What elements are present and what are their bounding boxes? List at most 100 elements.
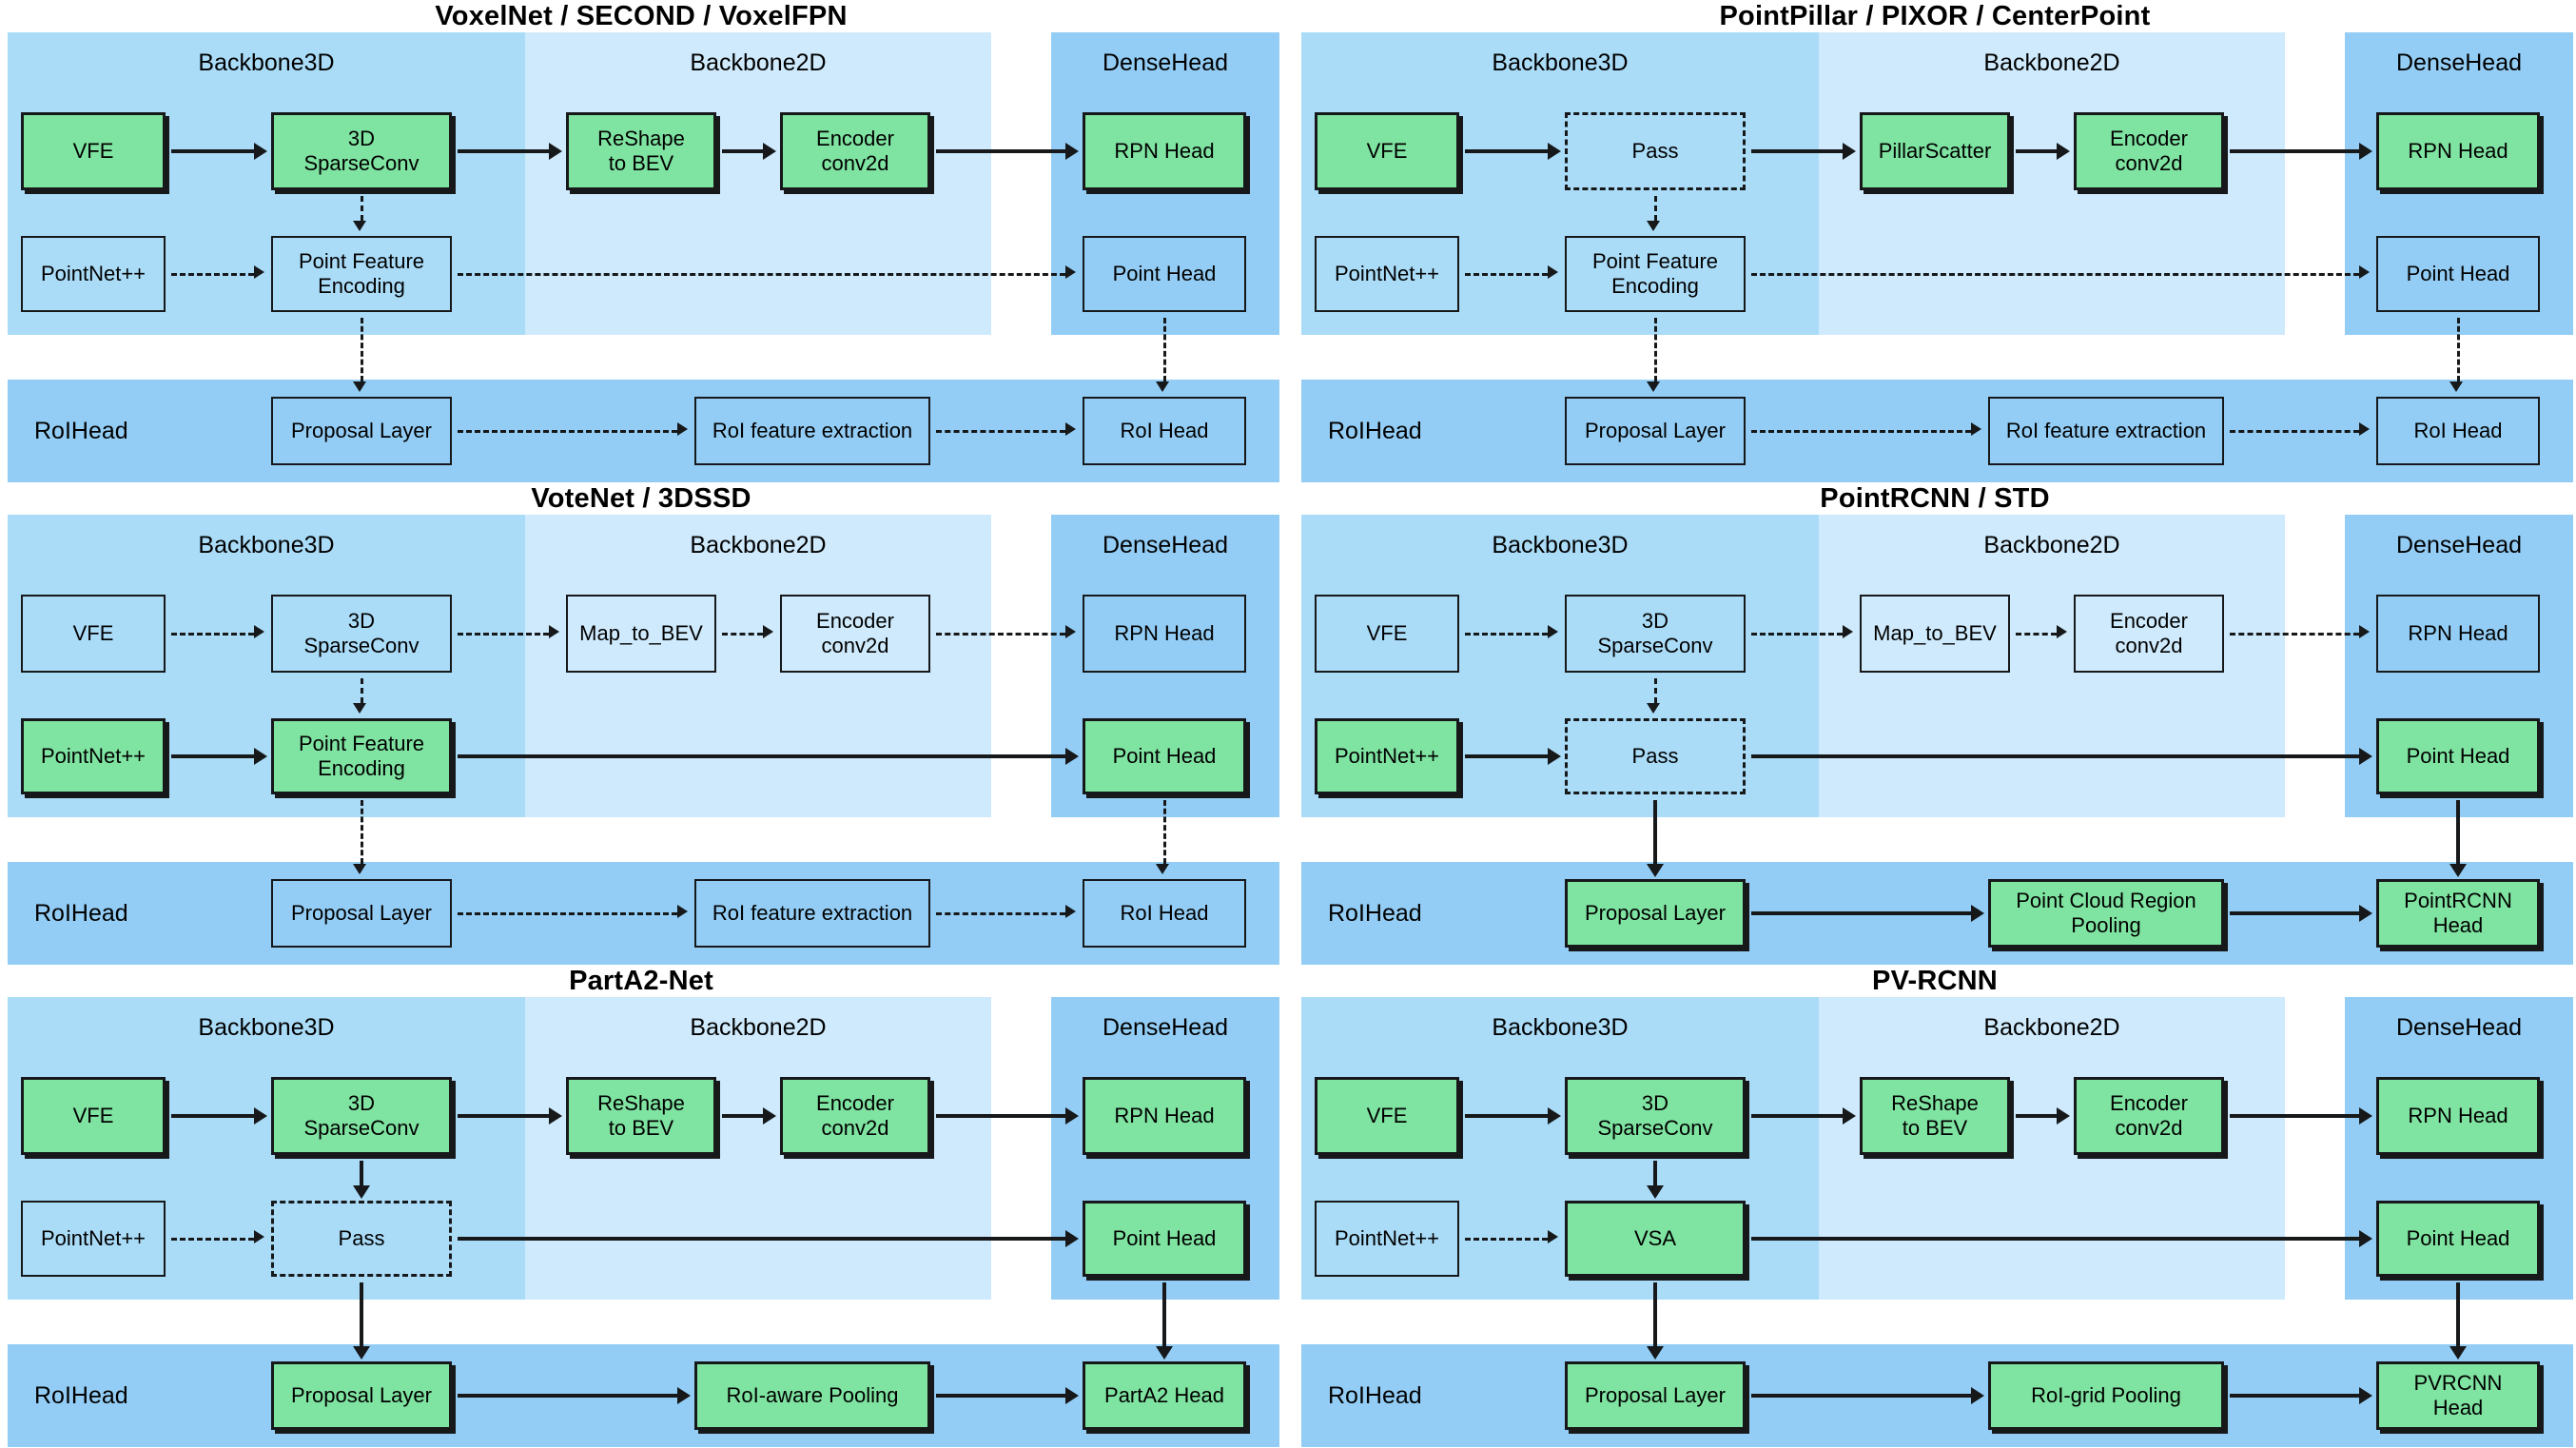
edge-pfe-to-point-head-line [458, 273, 1065, 276]
node-rpn-head[interactable]: RPN Head [1083, 1077, 1246, 1155]
node-proposal-layer[interactable]: Proposal Layer [1565, 1361, 1746, 1430]
edge-bev-to-encoder-arrowhead [763, 143, 776, 160]
node-proposal-layer[interactable]: Proposal Layer [1565, 879, 1746, 948]
node-vfe[interactable]: VFE [1315, 595, 1459, 673]
edge-sparse-to-bev-arrowhead [549, 1107, 562, 1125]
node-roi-head[interactable]: PointRCNN Head [2376, 879, 2540, 948]
node-rpn-head[interactable]: RPN Head [2376, 595, 2540, 673]
node-pointnet[interactable]: PointNet++ [1315, 236, 1459, 312]
node-roi-feature-extraction[interactable]: RoI-aware Pooling [694, 1361, 930, 1430]
edge-bev-to-encoder-line [722, 633, 763, 636]
node-point-head[interactable]: Point Head [2376, 718, 2540, 794]
node-encoder-conv2d[interactable]: Encoder conv2d [2074, 595, 2224, 673]
node-map-to-bev[interactable]: Map_to_BEV [566, 595, 716, 673]
panel-title: PointRCNN / STD [1820, 483, 2050, 514]
node-rpn-head[interactable]: RPN Head [1083, 595, 1246, 673]
edge-pfe-to-proposal-line [1653, 1282, 1657, 1346]
edge-pfe-to-point-head-line [458, 754, 1065, 758]
edge-pfe-to-proposal-arrowhead [1647, 864, 1664, 877]
node-pointnet[interactable]: PointNet++ [21, 1201, 166, 1277]
node-roi-head[interactable]: RoI Head [1083, 397, 1246, 465]
edge-point-head-to-roi-head-arrowhead [2449, 864, 2467, 877]
node-encoder-conv2d[interactable]: Encoder conv2d [780, 112, 930, 190]
node-rpn-head[interactable]: RPN Head [1083, 112, 1246, 190]
node-map-to-bev[interactable]: ReShape to BEV [566, 1077, 716, 1155]
node-roi-feature-extraction[interactable]: RoI-grid Pooling [1988, 1361, 2224, 1430]
node-sparseconv[interactable]: 3D SparseConv [271, 595, 452, 673]
node-sparseconv[interactable]: 3D SparseConv [1565, 1077, 1746, 1155]
node-encoder-conv2d[interactable]: Encoder conv2d [780, 595, 930, 673]
node-proposal-layer[interactable]: Proposal Layer [271, 1361, 452, 1430]
node-roi-head[interactable]: RoI Head [2376, 397, 2540, 465]
node-roi-feature-extraction[interactable]: RoI feature extraction [694, 397, 930, 465]
edge-encoder-to-rpn-line [2230, 1114, 2359, 1118]
node-vfe[interactable]: VFE [1315, 1077, 1459, 1155]
node-vfe[interactable]: VFE [21, 1077, 166, 1155]
node-proposal-layer[interactable]: Proposal Layer [1565, 397, 1746, 465]
node-pointnet[interactable]: PointNet++ [21, 718, 166, 794]
edge-proposal-to-roi-extract-arrowhead [677, 1387, 691, 1404]
node-point-head[interactable]: Point Head [2376, 236, 2540, 312]
node-point-head[interactable]: Point Head [1083, 1201, 1246, 1277]
node-vfe[interactable]: VFE [21, 595, 166, 673]
node-encoder-conv2d[interactable]: Encoder conv2d [2074, 1077, 2224, 1155]
node-point-feature-encoding[interactable]: Pass [1565, 718, 1746, 794]
node-point-feature-encoding[interactable]: Point Feature Encoding [271, 236, 452, 312]
node-vfe[interactable]: VFE [21, 112, 166, 190]
node-map-to-bev[interactable]: ReShape to BEV [566, 112, 716, 190]
band-label-backbone2d: Backbone2D [690, 1014, 827, 1041]
node-roi-head[interactable]: PartA2 Head [1083, 1361, 1246, 1430]
edge-pfe-to-point-head-arrowhead [1065, 748, 1079, 765]
edge-point-head-to-roi-head-line [2456, 800, 2460, 864]
node-rpn-head[interactable]: RPN Head [2376, 112, 2540, 190]
edge-proposal-to-roi-extract-arrowhead [677, 422, 688, 436]
node-map-to-bev[interactable]: PillarScatter [1860, 112, 2010, 190]
edge-pfe-to-point-head-arrowhead [2359, 1230, 2372, 1247]
node-proposal-layer[interactable]: Proposal Layer [271, 397, 452, 465]
node-encoder-conv2d[interactable]: Encoder conv2d [2074, 112, 2224, 190]
band-label-backbone3d: Backbone3D [198, 532, 335, 558]
node-pointnet[interactable]: PointNet++ [1315, 718, 1459, 794]
edge-pfe-to-proposal-arrowhead [353, 864, 366, 874]
node-roi-head[interactable]: PVRCNN Head [2376, 1361, 2540, 1430]
band-label-backbone3d: Backbone3D [198, 49, 335, 76]
node-roi-feature-extraction[interactable]: RoI feature extraction [694, 879, 930, 948]
band-label-densehead: DenseHead [2395, 49, 2523, 76]
edge-pfe-to-proposal-arrowhead [353, 1346, 370, 1360]
node-point-head[interactable]: Point Head [1083, 236, 1246, 312]
node-sparseconv[interactable]: 3D SparseConv [271, 112, 452, 190]
panel-title: VoteNet / 3DSSD [531, 483, 751, 514]
node-point-feature-encoding[interactable]: Point Feature Encoding [1565, 236, 1746, 312]
node-point-feature-encoding[interactable]: Pass [271, 1201, 452, 1277]
node-encoder-conv2d[interactable]: Encoder conv2d [780, 1077, 930, 1155]
node-point-head[interactable]: Point Head [2376, 1201, 2540, 1277]
edge-pfe-to-point-head-line [1751, 1237, 2359, 1241]
panel-title: VoxelNet / SECOND / VoxelFPN [435, 1, 848, 31]
band-label-backbone3d: Backbone3D [198, 1014, 335, 1041]
node-map-to-bev[interactable]: Map_to_BEV [1860, 595, 2010, 673]
edge-bev-to-encoder-arrowhead [2057, 625, 2067, 638]
node-pointnet[interactable]: PointNet++ [21, 236, 166, 312]
node-map-to-bev[interactable]: ReShape to BEV [1860, 1077, 2010, 1155]
node-point-feature-encoding[interactable]: VSA [1565, 1201, 1746, 1277]
node-point-feature-encoding[interactable]: Point Feature Encoding [271, 718, 452, 794]
edge-encoder-to-rpn-arrowhead [1065, 1107, 1079, 1125]
node-sparseconv[interactable]: Pass [1565, 112, 1746, 190]
node-pointnet[interactable]: PointNet++ [1315, 1201, 1459, 1277]
node-point-head[interactable]: Point Head [1083, 718, 1246, 794]
band-label-backbone2d: Backbone2D [1983, 532, 2120, 558]
node-roi-feature-extraction[interactable]: Point Cloud Region Pooling [1988, 879, 2224, 948]
node-sparseconv[interactable]: 3D SparseConv [271, 1077, 452, 1155]
edge-sparse-to-pfe-arrowhead [353, 221, 366, 231]
node-vfe[interactable]: VFE [1315, 112, 1459, 190]
node-roi-feature-extraction[interactable]: RoI feature extraction [1988, 397, 2224, 465]
node-sparseconv[interactable]: 3D SparseConv [1565, 595, 1746, 673]
node-rpn-head[interactable]: RPN Head [2376, 1077, 2540, 1155]
node-roi-head[interactable]: RoI Head [1083, 879, 1246, 948]
edge-bev-to-encoder-line [722, 149, 763, 153]
edge-vfe-to-sparse-arrowhead [254, 1107, 267, 1125]
edge-point-head-to-roi-head-arrowhead [2449, 1346, 2467, 1360]
node-proposal-layer[interactable]: Proposal Layer [271, 879, 452, 948]
